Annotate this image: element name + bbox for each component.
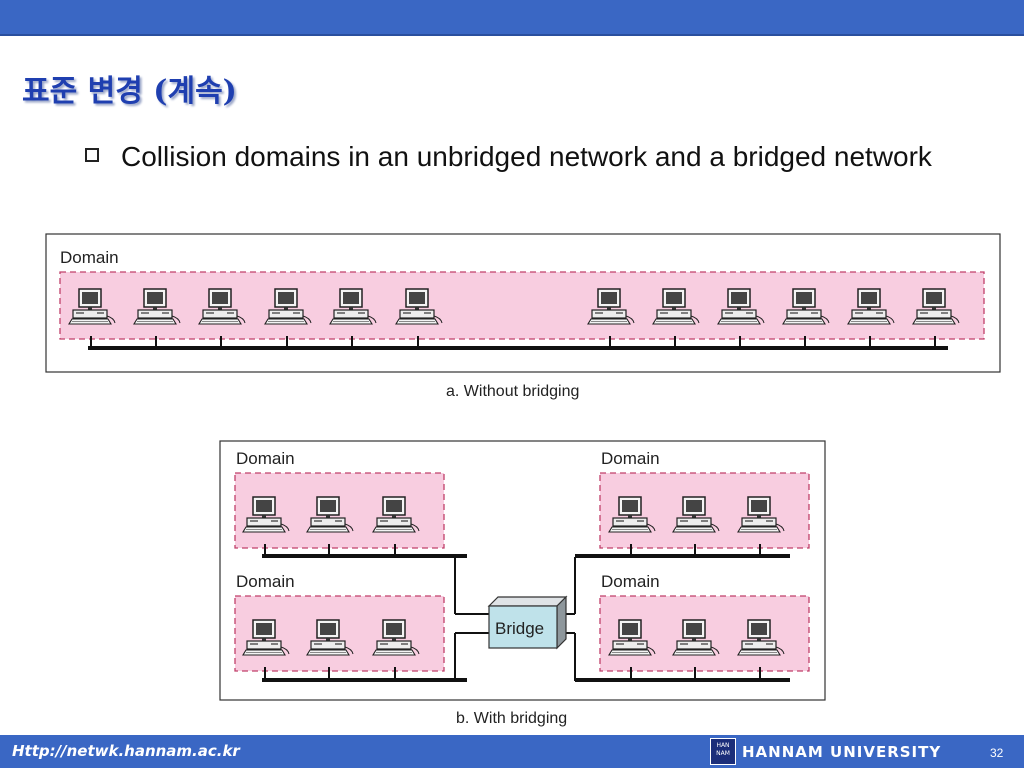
stations-bottom-right xyxy=(608,619,785,656)
domain-label: Domain xyxy=(60,248,119,267)
slide-title: 표준 변경 (계속) xyxy=(22,74,237,109)
stations-bottom-left xyxy=(242,619,420,656)
bullet-text: Collision domains in an unbridged networ… xyxy=(121,141,932,172)
domain-label: Domain xyxy=(601,449,660,468)
domain-label: Domain xyxy=(601,572,660,591)
caption-without-bridging: a. Without bridging xyxy=(446,383,579,400)
caption-with-bridging: b. With bridging xyxy=(456,710,567,727)
domain-label: Domain xyxy=(236,572,295,591)
page-number: 32 xyxy=(990,746,1004,760)
stations-top-left xyxy=(242,496,420,533)
bridge-label: Bridge xyxy=(495,619,544,638)
bridged-station-taps xyxy=(264,544,761,680)
footer-university-name: HANNAM UNIVERSITY xyxy=(742,743,942,761)
footer-url: Http://netwk.hannam.ac.kr xyxy=(12,742,240,760)
collision-domain xyxy=(59,271,985,340)
stations-top-right xyxy=(608,496,785,533)
station-taps xyxy=(90,336,936,348)
bridge-device: Bridge xyxy=(487,595,568,650)
top-bar xyxy=(0,0,1024,36)
domain-label: Domain xyxy=(236,449,295,468)
footer-bar: Http://netwk.hannam.ac.kr HAN NAM HANNAM… xyxy=(0,735,1024,768)
university-logo-icon: HAN NAM xyxy=(710,738,736,765)
bridged-wiring xyxy=(454,557,576,681)
bullet-square-icon xyxy=(85,148,99,162)
lan-buses xyxy=(262,554,790,682)
